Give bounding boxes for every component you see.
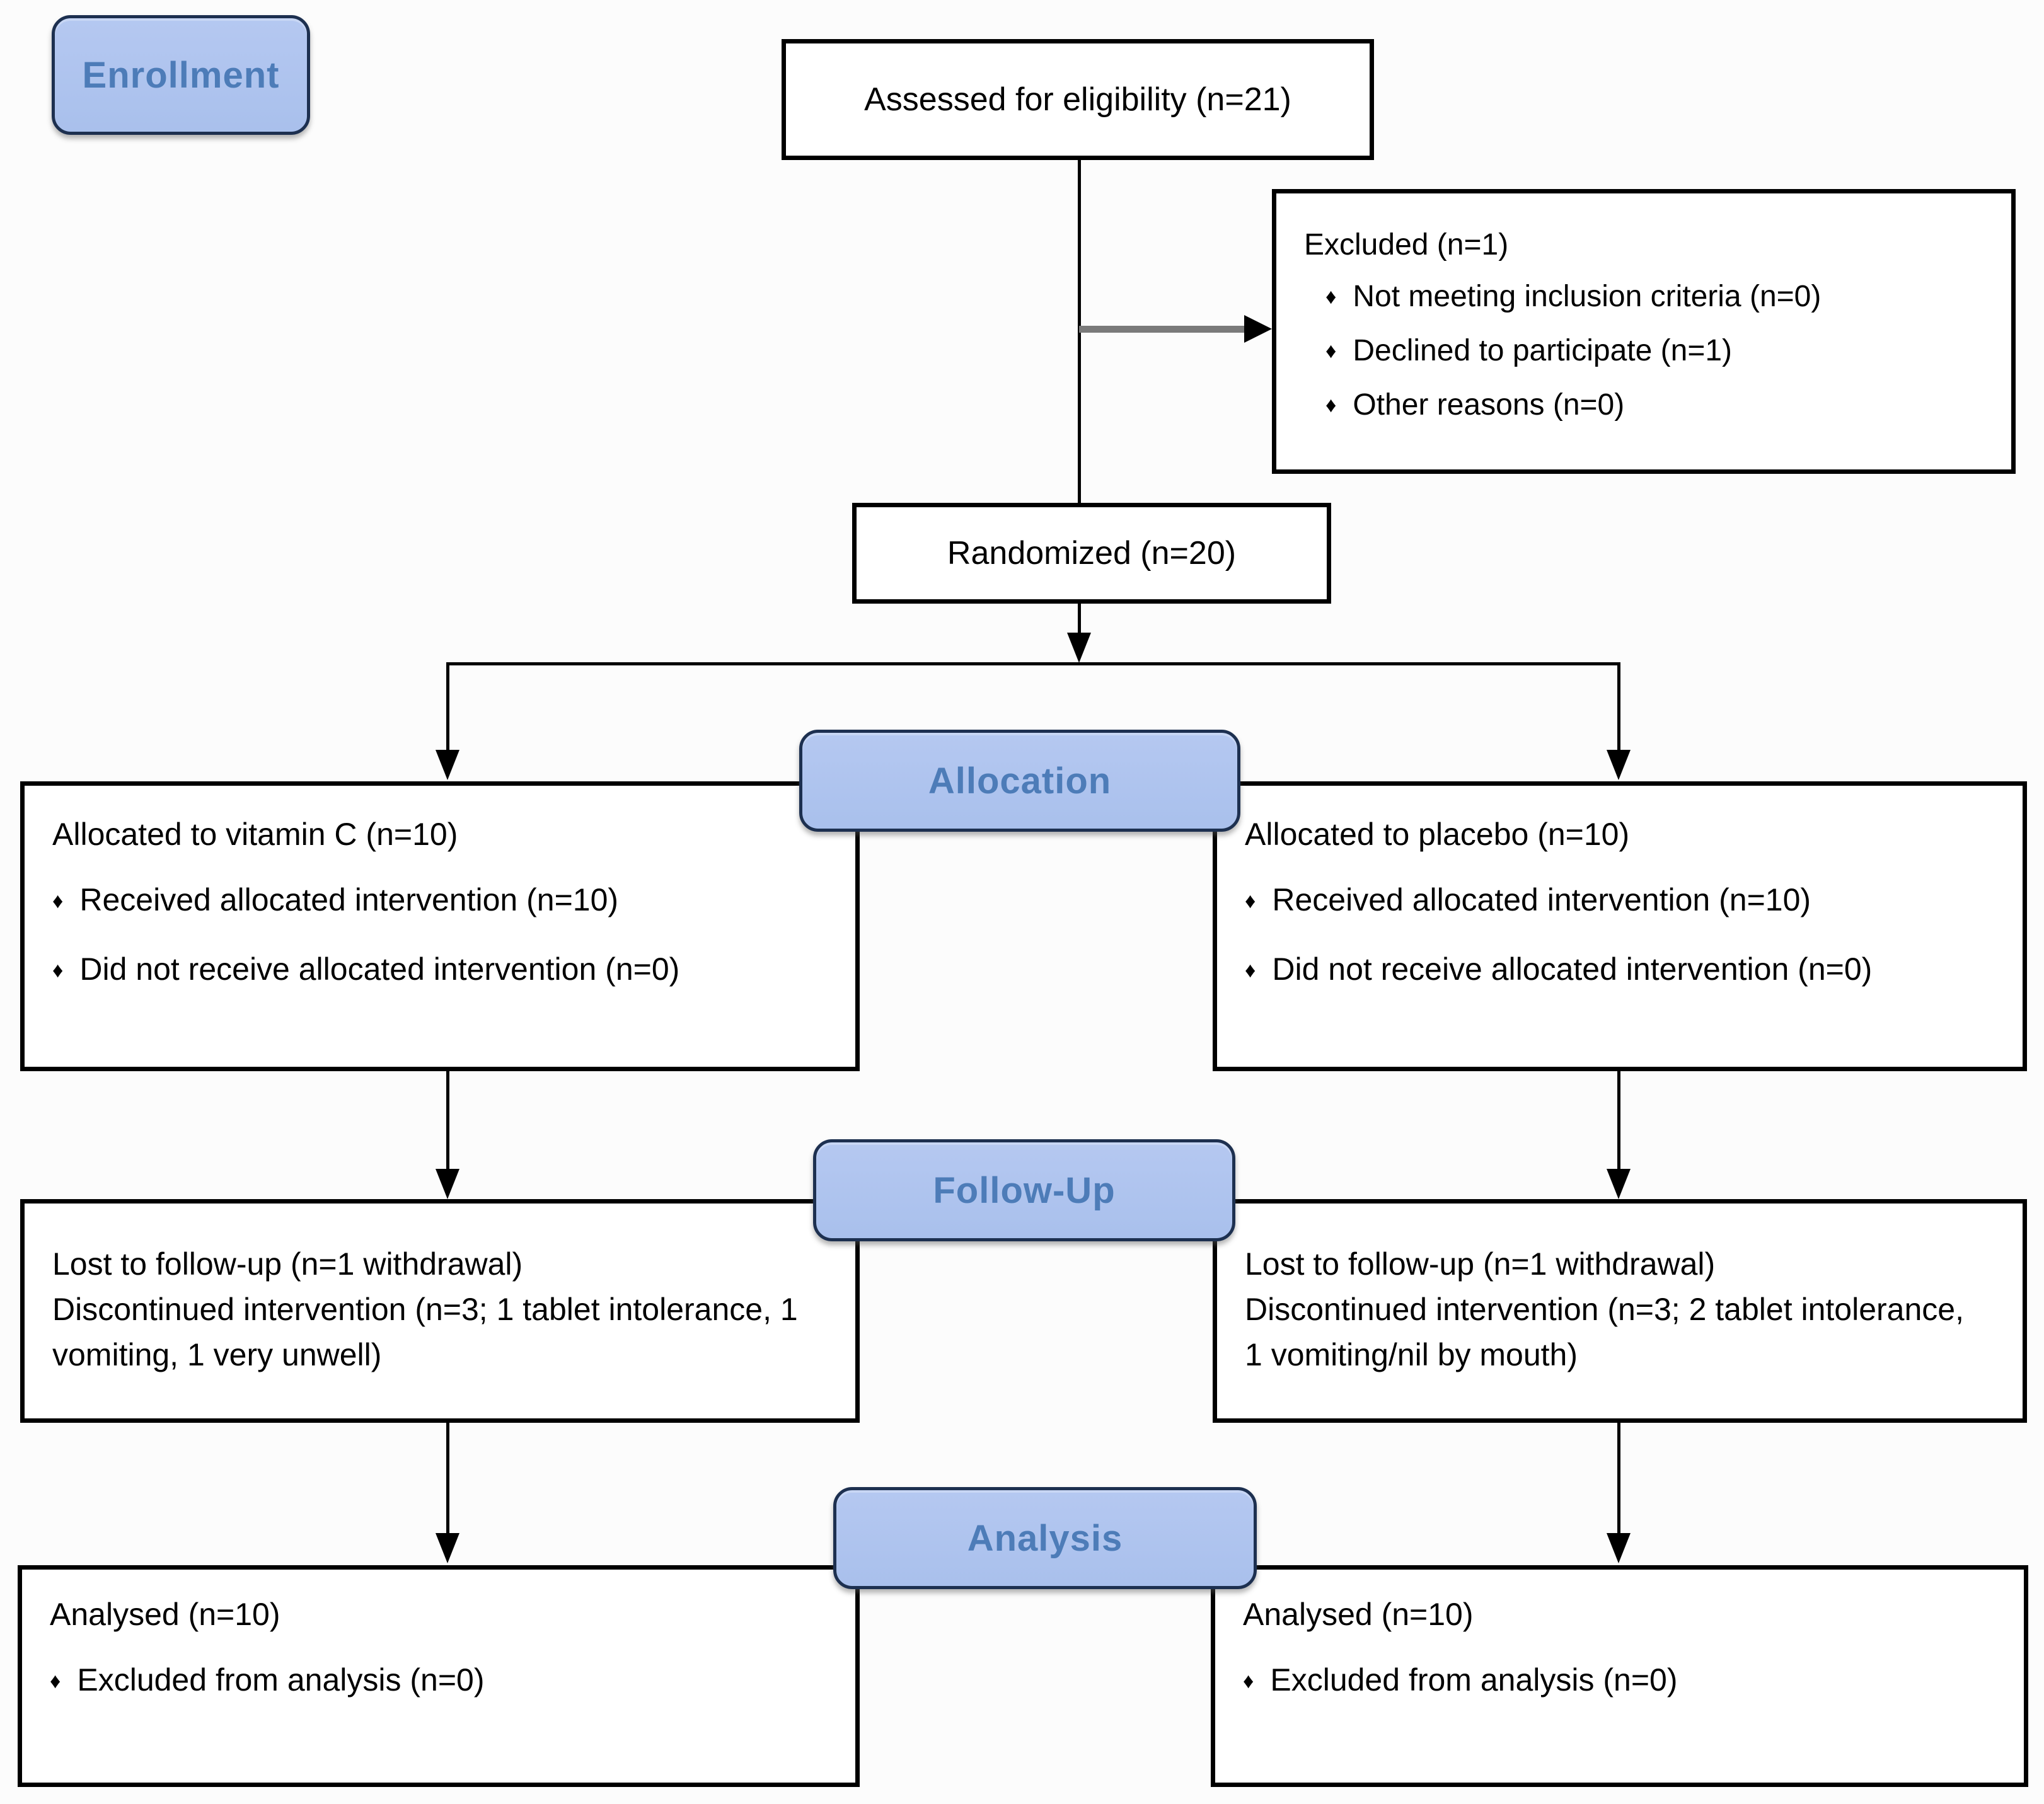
diamond-bullet-icon: ♦ bbox=[50, 1669, 61, 1693]
excluded-bullet-text: Not meeting inclusion criteria (n=0) bbox=[1353, 280, 1822, 313]
allocation-left-bullet-item: ♦ Received allocated intervention (n=10) bbox=[52, 880, 828, 923]
allocation-left-bullet-list: ♦ Received allocated intervention (n=10)… bbox=[52, 880, 828, 992]
excluded-bullet-item: ♦ Declined to participate (n=1) bbox=[1325, 332, 1983, 372]
followup-right-line: Discontinued intervention (n=3; 2 tablet… bbox=[1245, 1292, 1964, 1372]
excluded-bullet-text: Other reasons (n=0) bbox=[1353, 388, 1625, 422]
arrowhead-alloc-right bbox=[1607, 750, 1631, 780]
allocation-right-bullet-item: ♦ Did not receive allocated intervention… bbox=[1245, 950, 1995, 992]
analysis-right-bullet-item: ♦ Excluded from analysis (n=0) bbox=[1243, 1660, 1996, 1703]
allocation-left-title: Allocated to vitamin C (n=10) bbox=[52, 817, 458, 852]
arrowhead-followup-left bbox=[436, 1169, 459, 1199]
diamond-bullet-icon: ♦ bbox=[1325, 393, 1337, 417]
randomized-box: Randomized (n=20) bbox=[852, 503, 1331, 604]
arrowhead-split bbox=[1067, 633, 1091, 663]
allocation-left-bullet-item: ♦ Did not receive allocated intervention… bbox=[52, 950, 828, 992]
diamond-bullet-icon: ♦ bbox=[1243, 1669, 1254, 1693]
diamond-bullet-icon: ♦ bbox=[1325, 285, 1337, 309]
followup-right-line: Lost to follow-up (n=1 withdrawal) bbox=[1245, 1246, 1716, 1282]
excluded-bullet-item: ♦ Other reasons (n=0) bbox=[1325, 386, 1983, 427]
analysis-stage-badge: Analysis bbox=[833, 1487, 1257, 1589]
analysis-right-box: Analysed (n=10) ♦ Excluded from analysis… bbox=[1211, 1565, 2028, 1787]
excluded-title: Excluded (n=1) bbox=[1304, 228, 1509, 261]
followup-left-line: Lost to follow-up (n=1 withdrawal) bbox=[52, 1246, 523, 1282]
excluded-bullet-item: ♦ Not meeting inclusion criteria (n=0) bbox=[1325, 278, 1983, 318]
analysis-right-bullet-list: ♦ Excluded from analysis (n=0) bbox=[1243, 1660, 1996, 1703]
analysis-right-title: Analysed (n=10) bbox=[1243, 1597, 1474, 1632]
allocation-right-bullet-text: Did not receive allocated intervention (… bbox=[1272, 951, 1873, 987]
enrollment-stage-label: Enrollment bbox=[82, 54, 280, 96]
analysis-left-box: Analysed (n=10) ♦ Excluded from analysis… bbox=[18, 1565, 860, 1787]
followup-stage-badge: Follow-Up bbox=[813, 1139, 1235, 1241]
analysis-left-bullet-list: ♦ Excluded from analysis (n=0) bbox=[50, 1660, 828, 1703]
analysis-left-bullet-item: ♦ Excluded from analysis (n=0) bbox=[50, 1660, 828, 1703]
connector-randomized-to-split bbox=[1078, 604, 1081, 635]
connector-to-excluded bbox=[1079, 326, 1247, 333]
arrowhead-alloc-left bbox=[436, 750, 459, 780]
split-horizontal-line bbox=[447, 662, 1620, 665]
analysis-left-title: Analysed (n=10) bbox=[50, 1597, 280, 1632]
allocation-right-box: Allocated to placebo (n=10) ♦ Received a… bbox=[1213, 781, 2027, 1071]
connector-split-to-alloc-right bbox=[1617, 662, 1620, 752]
followup-left-box: Lost to follow-up (n=1 withdrawal) Disco… bbox=[20, 1199, 860, 1423]
allocation-right-bullet-list: ♦ Received allocated intervention (n=10)… bbox=[1245, 880, 1995, 992]
followup-stage-label: Follow-Up bbox=[933, 1169, 1116, 1211]
excluded-bullet-list: ♦ Not meeting inclusion criteria (n=0) ♦… bbox=[1304, 278, 1983, 427]
allocation-left-box: Allocated to vitamin C (n=10) ♦ Received… bbox=[20, 781, 860, 1071]
allocation-stage-badge: Allocation bbox=[799, 730, 1240, 832]
assessed-eligibility-text: Assessed for eligibility (n=21) bbox=[864, 81, 1291, 118]
excluded-bullet-text: Declined to participate (n=1) bbox=[1353, 334, 1733, 367]
assessed-eligibility-box: Assessed for eligibility (n=21) bbox=[782, 39, 1374, 160]
followup-right-box: Lost to follow-up (n=1 withdrawal) Disco… bbox=[1213, 1199, 2027, 1423]
allocation-right-title: Allocated to placebo (n=10) bbox=[1245, 817, 1630, 852]
analysis-right-bullet-text: Excluded from analysis (n=0) bbox=[1270, 1662, 1678, 1698]
followup-left-line: Discontinued intervention (n=3; 1 tablet… bbox=[52, 1292, 798, 1372]
diamond-bullet-icon: ♦ bbox=[52, 889, 64, 913]
allocation-stage-label: Allocation bbox=[928, 760, 1112, 801]
arrowhead-analysis-left bbox=[436, 1533, 459, 1563]
allocation-right-bullet-item: ♦ Received allocated intervention (n=10) bbox=[1245, 880, 1995, 923]
connector-alloc-to-followup-left bbox=[446, 1071, 449, 1171]
arrowhead-analysis-right bbox=[1607, 1533, 1631, 1563]
diamond-bullet-icon: ♦ bbox=[1245, 889, 1256, 913]
analysis-left-bullet-text: Excluded from analysis (n=0) bbox=[77, 1662, 485, 1698]
connector-split-to-alloc-left bbox=[446, 662, 449, 752]
excluded-box: Excluded (n=1) ♦ Not meeting inclusion c… bbox=[1272, 189, 2016, 474]
allocation-left-bullet-text: Did not receive allocated intervention (… bbox=[79, 951, 680, 987]
randomized-text: Randomized (n=20) bbox=[947, 535, 1237, 572]
connector-followup-to-analysis-right bbox=[1617, 1423, 1620, 1535]
allocation-right-bullet-text: Received allocated intervention (n=10) bbox=[1272, 882, 1811, 917]
arrowhead-followup-right bbox=[1607, 1169, 1631, 1199]
analysis-stage-label: Analysis bbox=[967, 1517, 1123, 1559]
diamond-bullet-icon: ♦ bbox=[1325, 339, 1337, 363]
connector-followup-to-analysis-left bbox=[446, 1423, 449, 1535]
enrollment-stage-badge: Enrollment bbox=[52, 15, 310, 135]
diamond-bullet-icon: ♦ bbox=[52, 958, 64, 982]
allocation-left-bullet-text: Received allocated intervention (n=10) bbox=[79, 882, 619, 917]
connector-alloc-to-followup-right bbox=[1617, 1071, 1620, 1171]
arrowhead-excluded bbox=[1244, 315, 1272, 343]
diamond-bullet-icon: ♦ bbox=[1245, 958, 1256, 982]
